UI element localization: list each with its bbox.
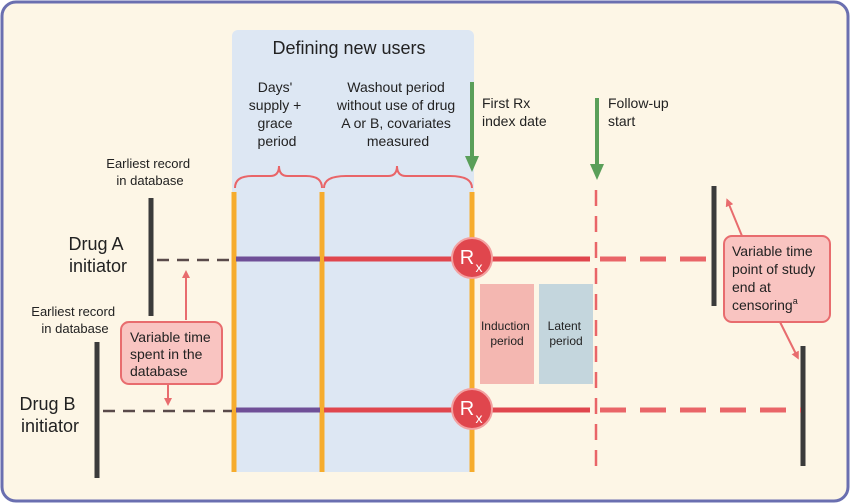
svg-text:x: x [476,259,483,275]
earliest-record-b-label: Earliest record in database [31,304,118,336]
induction-period-label: Induction period [481,319,533,348]
first-rx-label: First Rx index date [482,95,547,129]
rx-icon-drug-b: R x [451,388,493,430]
days-supply-label: Days' supply + grace period [249,79,305,149]
induction-period-box [480,284,534,384]
days-supply-brace [234,165,323,189]
callout-variable-end [723,235,831,323]
washout-brace [323,165,473,189]
callout-variable-time-db [120,321,223,385]
rx-icon-drug-a: R x [451,237,493,279]
svg-text:x: x [476,410,483,426]
latent-period-box [539,284,593,384]
followup-arrowhead [590,164,604,180]
washout-label: Washout period without use of drug A or … [336,79,459,149]
panel-title: Defining new users [272,38,425,58]
callout-end-arrow-down [779,321,799,360]
callout-variable-time-db-text: Variable time spent in the database [130,329,215,379]
svg-text:R: R [460,398,474,420]
drug-a-label: Drug A initiator [68,234,127,276]
new-users-panel [232,30,474,472]
callout-end-arrow-up [725,198,743,237]
first-rx-arrowhead [465,156,479,172]
earliest-record-a-label: Earliest record in database [106,156,193,188]
svg-text:R: R [460,247,474,269]
callout-variable-end-text: Variable time point of study end at cens… [732,243,819,313]
latent-period-label: Latent period [548,319,585,348]
followup-label: Follow-up start [608,95,673,129]
drug-b-label: Drug B initiator [19,394,80,436]
